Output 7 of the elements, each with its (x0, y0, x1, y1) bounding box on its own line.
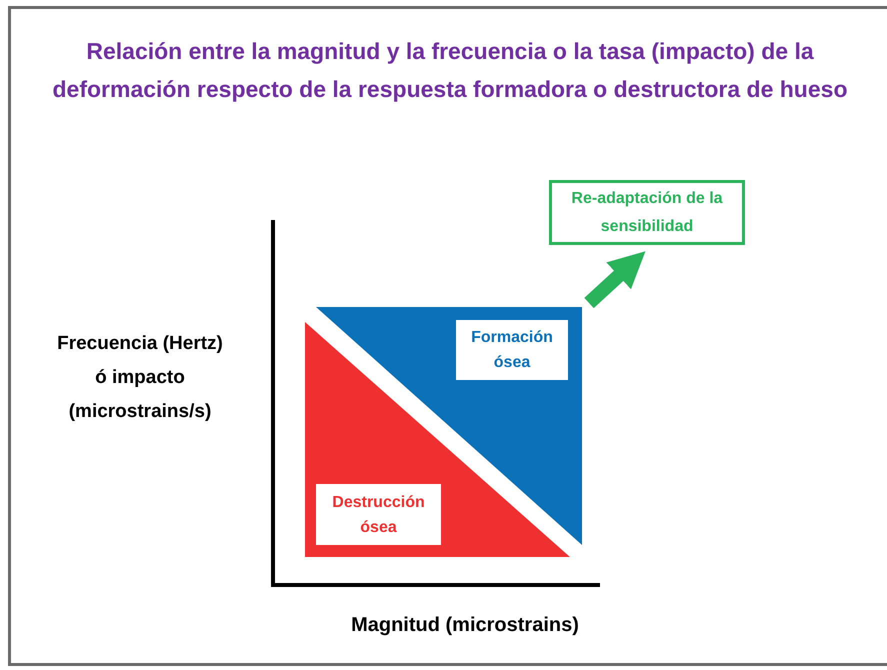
title: Relación entre la magnitud y la frecuencia o la tasa (impacto) de la deformación respecto de la respuesta formadora o destructora de hueso (52, 37, 848, 104)
y-axis-title: Frecuencia (Hertz) ó impacto (microstrains/s) (56, 332, 224, 424)
label-box: Re-adaptación de la sensibilidad (549, 180, 745, 245)
x-axis-title: Magnitud (microstrains) (350, 613, 580, 638)
block-arrow (584, 251, 646, 308)
region-label: Destrucción ósea (316, 484, 441, 545)
region-label: Formación ósea (456, 320, 568, 380)
